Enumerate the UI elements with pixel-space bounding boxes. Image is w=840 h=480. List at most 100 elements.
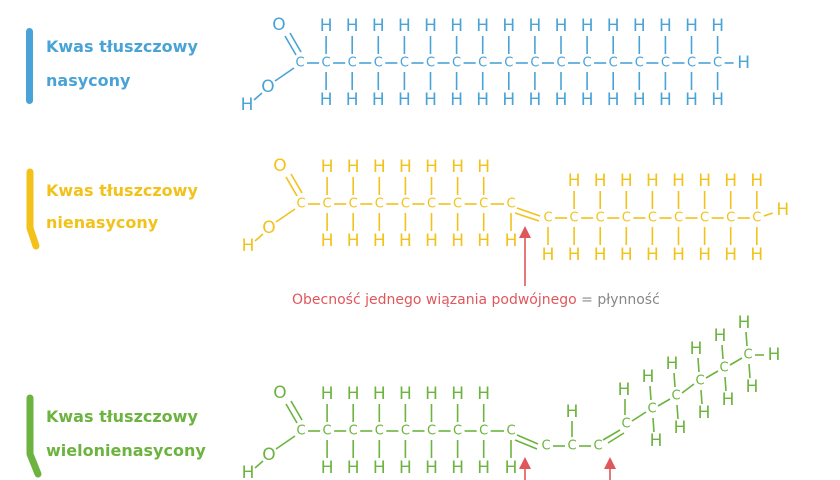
- co-bond: [275, 208, 296, 223]
- hydrogen-atom: H: [566, 402, 579, 422]
- hydrogen-atom: H: [607, 16, 620, 36]
- carbon-atom: C: [478, 56, 487, 71]
- polyunsaturated-label-line1: Kwas tłuszczowy: [46, 407, 198, 426]
- carbon-atom: C: [583, 56, 592, 71]
- carbon-atom: C: [719, 361, 728, 376]
- carbon-atom: C: [323, 424, 332, 439]
- hydrogen-atom: H: [698, 403, 711, 423]
- saturated-fatty-acid-structure: COOHCHHCHHCHHCHHCHHCHHCHHCHHCHHCHHCHHCHH…: [241, 15, 750, 115]
- ch-bond: [673, 372, 676, 388]
- cc-double-bond: [607, 432, 625, 444]
- hydrogen-atom: H: [646, 171, 659, 191]
- hydrogen-atom: H: [607, 90, 620, 110]
- hydrogen-atom: H: [451, 384, 464, 404]
- carbon-atom: C: [375, 197, 384, 212]
- ch-bond: [724, 376, 727, 392]
- unsaturated-label-line2: nienasycony: [46, 213, 159, 232]
- carbon-atom: C: [752, 211, 761, 226]
- hydrogen-atom: H: [398, 90, 411, 110]
- hydrogen-atom: H: [477, 458, 490, 478]
- hydrogen-atom: H: [555, 90, 568, 110]
- carbon-atom: C: [567, 439, 576, 454]
- hydrogen-atom: H: [750, 171, 763, 191]
- hydrogen-atom: H: [425, 231, 438, 251]
- co-double-bond: [290, 173, 303, 194]
- hydrogen-atom: H: [425, 458, 438, 478]
- carbon-atom: C: [296, 197, 305, 212]
- hydrogen-atom: H: [321, 458, 334, 478]
- hydrogen-atom: H: [672, 171, 685, 191]
- carbon-atom: C: [348, 56, 357, 71]
- carbon-atom: C: [543, 211, 552, 226]
- hydrogen-atom: H: [373, 231, 386, 251]
- carbon-atom: C: [349, 424, 358, 439]
- saturated-color-bar: [26, 28, 33, 104]
- hydrogen-atom: H: [690, 339, 703, 359]
- double-bond-arrow-head: [519, 226, 531, 238]
- carbon-atom: C: [401, 197, 410, 212]
- hydrogen-atom: H: [242, 236, 255, 256]
- hydrogen-atom: H: [737, 53, 750, 73]
- carbon-atom: C: [427, 197, 436, 212]
- hydrogen-atom: H: [555, 16, 568, 36]
- oxygen-atom: O: [273, 156, 286, 176]
- cc-bond: [705, 370, 719, 379]
- carbon-atom: C: [479, 424, 488, 439]
- hydrogen-atom: H: [321, 231, 334, 251]
- carbon-atom: C: [661, 56, 670, 71]
- oh-bond: [254, 233, 264, 242]
- oh-bond: [253, 92, 263, 101]
- annotation-equals: =: [577, 292, 598, 308]
- hydrogen-atom: H: [372, 90, 385, 110]
- hydrogen-atom: H: [451, 458, 464, 478]
- ch-bond: [745, 331, 748, 347]
- hydrogen-atom: H: [450, 90, 463, 110]
- carbon-atom: C: [621, 417, 630, 432]
- hydrogen-atom: H: [633, 90, 646, 110]
- carbon-atom: C: [479, 197, 488, 212]
- co-double-bond: [285, 403, 298, 424]
- co-double-bond: [289, 32, 302, 53]
- hydrogen-atom: H: [425, 157, 438, 177]
- oxygen-atom: O: [273, 383, 286, 403]
- hydrogen-atom: H: [714, 326, 727, 346]
- carbon-atom: C: [671, 389, 680, 404]
- carbon-atom: C: [622, 211, 631, 226]
- carbon-atom: C: [427, 424, 436, 439]
- carbon-atom: C: [743, 348, 752, 363]
- hydrogen-atom: H: [776, 200, 789, 220]
- hydrogen-atom: H: [746, 377, 759, 397]
- hydrogen-atom: H: [424, 16, 437, 36]
- hydrogen-atom: H: [399, 231, 412, 251]
- carbon-atom: C: [647, 402, 656, 417]
- polyunsaturated-color-bar: [26, 394, 42, 478]
- polyunsaturated-label-line2: wielonienasycony: [46, 441, 206, 460]
- unsaturated-color-bar: [26, 168, 40, 250]
- hydrogen-atom: H: [666, 354, 679, 374]
- hydrogen-atom: H: [373, 458, 386, 478]
- hydrogen-atom: H: [542, 245, 555, 265]
- hydrogen-atom: H: [451, 231, 464, 251]
- annotation-gray-text: płynność: [597, 292, 659, 308]
- ch-bond: [700, 389, 703, 405]
- carbon-atom: C: [713, 56, 722, 71]
- carbon-atom: C: [504, 56, 513, 71]
- cc-double-bond: [516, 207, 541, 217]
- carbon-atom: C: [556, 56, 565, 71]
- hydrogen-atom: H: [502, 16, 515, 36]
- hydrogen-atom: H: [346, 16, 359, 36]
- carbon-atom: C: [596, 211, 605, 226]
- hydrogen-atom: H: [711, 90, 724, 110]
- hydrogen-atom: H: [424, 90, 437, 110]
- hydrogen-atom: H: [750, 245, 763, 265]
- hydrogen-atom: H: [633, 16, 646, 36]
- hydrogen-atom: H: [346, 90, 359, 110]
- carbon-atom: C: [687, 56, 696, 71]
- hydrogen-atom: H: [620, 245, 633, 265]
- carbon-atom: C: [323, 197, 332, 212]
- hydrogen-atom: H: [347, 231, 360, 251]
- carbon-atom: C: [695, 374, 704, 389]
- monounsaturated-fatty-acid-structure: COOHCHHCHHCHHCHHCHHCHHCHHCHCHCHHCHHCHHCH…: [242, 156, 790, 265]
- hydrogen-atom: H: [685, 90, 698, 110]
